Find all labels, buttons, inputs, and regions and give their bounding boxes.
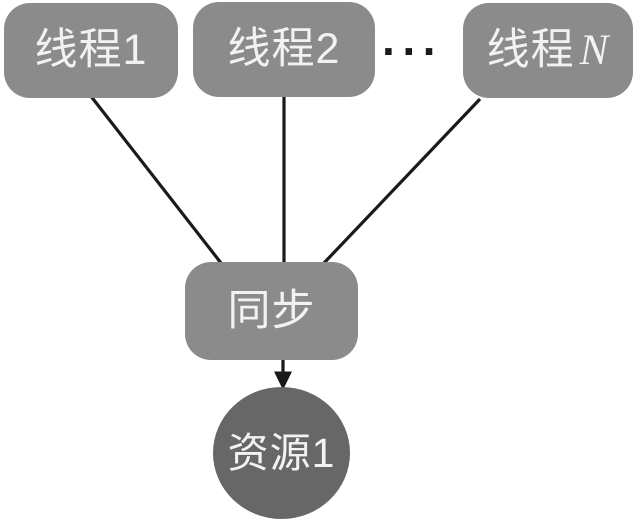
node-thread-n: 线程 N: [463, 3, 633, 98]
connector-thread1-sync: [88, 94, 223, 264]
node-thread-1: 线程1: [4, 3, 178, 98]
node-resource-1: 资源1: [213, 387, 350, 519]
node-thread-2-label: 线程2: [227, 25, 341, 73]
node-thread-1-label: 线程1: [34, 26, 148, 74]
ellipsis-dots: ···: [382, 24, 443, 77]
node-sync-label: 同步: [227, 286, 316, 335]
node-thread-n-label: 线程: [486, 26, 575, 74]
node-sync: 同步: [185, 262, 358, 360]
node-resource-1-label: 资源1: [227, 429, 336, 476]
connector-threadn-sync: [322, 97, 482, 265]
node-thread-2: 线程2: [193, 2, 375, 97]
node-thread-n-variable: N: [579, 27, 610, 74]
